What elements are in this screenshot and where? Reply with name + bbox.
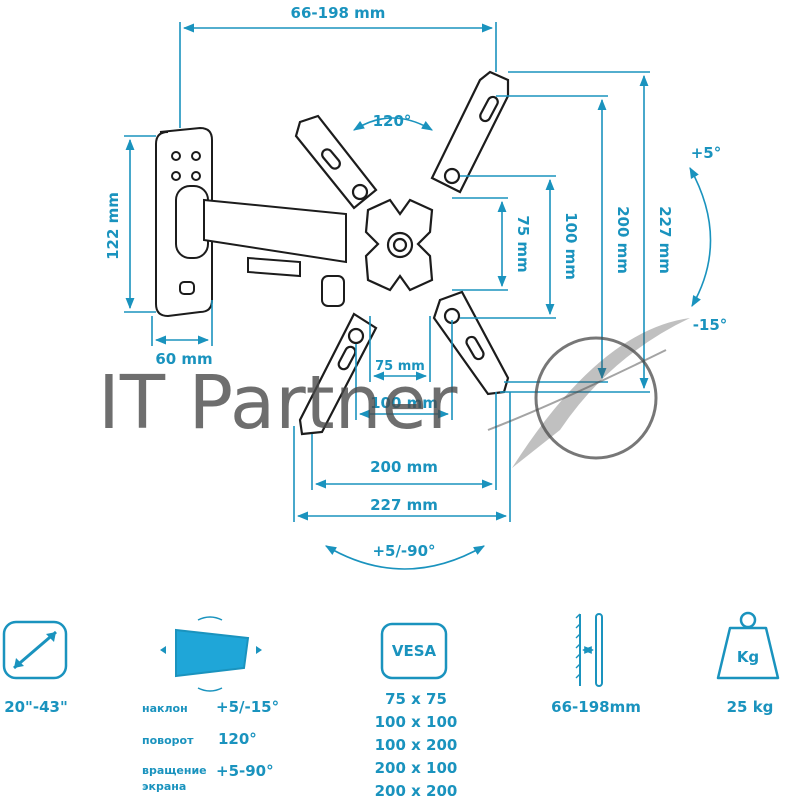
- rotate-label-2: экрана: [142, 780, 186, 793]
- diagonal-arrow-icon: [2, 620, 68, 680]
- dimension-lines: [124, 22, 712, 570]
- depth-range-label: 66-198 mm: [291, 4, 386, 22]
- turn-value: 120°: [218, 730, 257, 748]
- rotation-angle-label: 120°: [373, 112, 412, 130]
- vesa-v75-label: 75 mm: [514, 215, 532, 272]
- depth-icon: [575, 613, 603, 687]
- tilt-down-label: -15°: [693, 316, 728, 334]
- watermark: IT Partner: [98, 318, 690, 468]
- turn-label: поворот: [142, 734, 194, 747]
- vesa-badge-text: VESA: [392, 642, 437, 660]
- vesa-h200-label: 200 mm: [370, 458, 438, 476]
- rotate-value: +5-90°: [216, 762, 274, 780]
- tilt-label: наклон: [142, 702, 188, 715]
- watermark-text: IT Partner: [98, 360, 458, 446]
- weight-badge-text: Kg: [737, 648, 759, 666]
- vesa-h75-label: 75 mm: [375, 359, 425, 374]
- feature-texts: 20"-43" наклон +5/-15° поворот 120° вращ…: [4, 690, 773, 800]
- dimension-labels: 66-198 mm 120° 122 mm 60 mm 75 mm 100 mm…: [104, 4, 727, 560]
- depth-value: 66-198mm: [551, 698, 641, 716]
- swoosh-logo-icon: [487, 318, 690, 468]
- vesa-size-4: 200 x 100: [375, 759, 458, 777]
- rotate-label-1: вращение: [142, 764, 207, 777]
- wall-width-label: 60 mm: [155, 350, 212, 368]
- vesa-plate: [294, 70, 510, 436]
- vesa-icon: VESA: [380, 622, 448, 680]
- vesa-size-1: 75 x 75: [385, 690, 447, 708]
- overall-height-label: 227 mm: [656, 206, 674, 274]
- vesa-v100-label: 100 mm: [562, 212, 580, 280]
- vesa-v200-label: 200 mm: [614, 206, 632, 274]
- swivel-angle-label: +5/-90°: [372, 542, 435, 560]
- vesa-size-2: 100 x 100: [375, 713, 458, 731]
- swing-arm: [175, 185, 347, 307]
- overall-width-label: 227 mm: [370, 496, 438, 514]
- weight-value: 25 kg: [727, 698, 774, 716]
- tilt-up-label: +5°: [691, 144, 722, 162]
- vesa-h100-label: 100 mm: [370, 394, 438, 412]
- screen-size-value: 20"-43": [4, 698, 68, 716]
- vesa-size-3: 100 x 200: [375, 736, 458, 754]
- tilt-screen-icon: [160, 616, 262, 692]
- tilt-value: +5/-15°: [216, 698, 279, 716]
- wall-height-label: 122 mm: [104, 192, 122, 260]
- weight-icon: Kg: [716, 611, 780, 680]
- vesa-size-5: 200 x 200: [375, 782, 458, 800]
